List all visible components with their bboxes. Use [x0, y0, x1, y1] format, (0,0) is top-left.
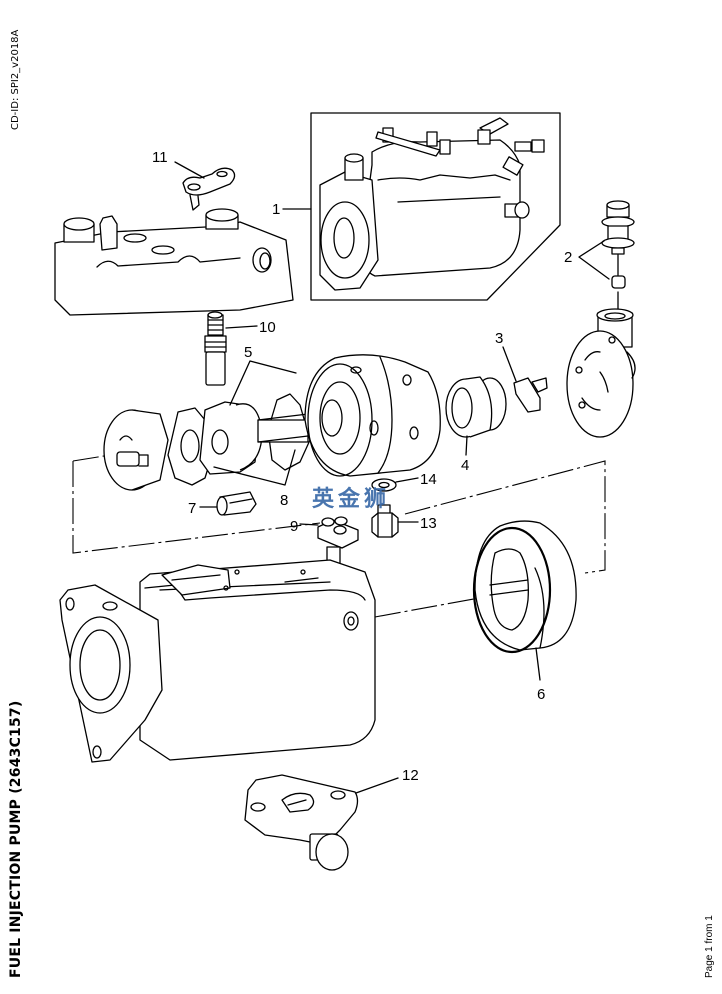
part-3-adjuster-plate[interactable]	[513, 377, 548, 413]
part-11-link-plate[interactable]	[182, 167, 236, 211]
leader-5	[229, 360, 297, 406]
leader-2	[578, 240, 610, 280]
part-governor-cover[interactable]	[54, 208, 294, 316]
part-4-seal-ring[interactable]	[445, 376, 507, 438]
leader-4	[465, 435, 468, 456]
callout-6[interactable]: 6	[537, 686, 545, 703]
part-1-pump-assembly[interactable]	[319, 117, 545, 291]
part-hydraulic-head-flange[interactable]	[566, 308, 636, 438]
part-drive-hub[interactable]	[103, 409, 169, 491]
leader-11	[174, 161, 205, 179]
callout-10[interactable]: 10	[259, 319, 276, 336]
callout-12[interactable]: 12	[402, 767, 419, 784]
part-pump-housing[interactable]	[59, 559, 376, 763]
part-10-screw-valve[interactable]	[204, 311, 227, 386]
assembly-inset-frame	[310, 112, 561, 301]
callout-9[interactable]: 9	[290, 518, 298, 535]
callout-8[interactable]: 8	[280, 492, 288, 509]
leader-6	[535, 647, 541, 681]
exploded-assembly-boundary	[72, 455, 606, 618]
leader-9	[299, 523, 319, 526]
leader-12	[355, 777, 399, 794]
part-12-end-plate[interactable]	[244, 774, 359, 871]
callout-2[interactable]: 2	[564, 249, 572, 266]
callout-3[interactable]: 3	[495, 330, 503, 347]
callout-1[interactable]: 1	[272, 201, 280, 218]
part-14-washer[interactable]	[371, 478, 397, 492]
leader-10	[225, 325, 258, 329]
callout-4[interactable]: 4	[461, 457, 469, 474]
leader-3	[502, 346, 517, 382]
callout-14[interactable]: 14	[420, 471, 437, 488]
watermark-logo: 英金狮	[312, 487, 391, 512]
leader-14	[395, 477, 419, 483]
callout-11[interactable]: 11	[152, 149, 168, 166]
leader-8	[213, 449, 296, 486]
part-13-nut[interactable]	[371, 504, 399, 538]
part-5-rotor-and-shoes[interactable]	[199, 401, 309, 475]
callout-5[interactable]: 5	[244, 344, 252, 361]
part-6-cam-ring[interactable]	[472, 520, 577, 654]
part-distributor-rotor-head[interactable]	[304, 354, 441, 477]
part-2-delivery-valve[interactable]	[601, 200, 635, 311]
callout-7[interactable]: 7	[188, 500, 196, 517]
part-7-plunger[interactable]	[216, 491, 257, 516]
callout-13[interactable]: 13	[420, 515, 437, 532]
